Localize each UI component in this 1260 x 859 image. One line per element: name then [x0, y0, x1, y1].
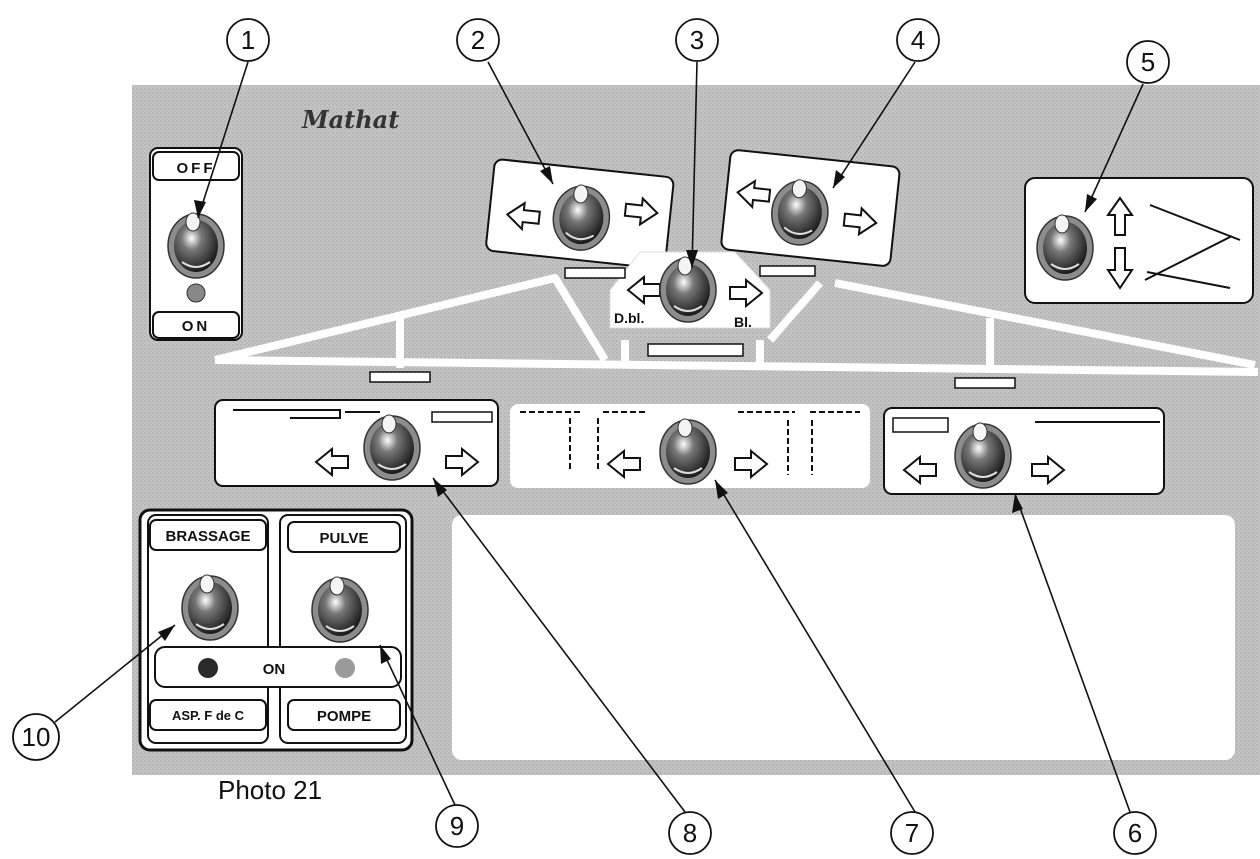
svg-text:4: 4: [911, 25, 925, 55]
callout-10: 10: [12, 713, 60, 761]
callout-3: 3: [675, 18, 719, 62]
callout-9: 9: [435, 804, 479, 848]
brassage-toggle-switch[interactable]: [181, 574, 239, 641]
brand-logo: Mathat: [301, 105, 399, 134]
photo-caption: Photo 21: [218, 775, 323, 805]
callout-7: 7: [890, 811, 934, 855]
callout-2: 2: [456, 18, 500, 62]
svg-text:5: 5: [1141, 47, 1155, 77]
toggle-switch-5[interactable]: [1036, 214, 1094, 281]
svg-text:2: 2: [471, 25, 485, 55]
svg-text:7: 7: [905, 818, 919, 848]
svg-text:6: 6: [1128, 818, 1142, 848]
callout-leaders: [54, 61, 1144, 813]
boom-schematic: [214, 274, 1259, 376]
svg-text:9: 9: [450, 811, 464, 841]
callout-arrowheads: [158, 166, 1097, 664]
switch-box-5: [1024, 177, 1254, 304]
switch-box-6: [883, 407, 1165, 495]
toggle-switch-7[interactable]: [659, 418, 717, 485]
switch-box-7: [510, 404, 870, 488]
power-switch-box: OFF ON: [149, 147, 243, 341]
pompe-label: POMPE: [317, 708, 371, 725]
brassage-indicator-led: [198, 658, 218, 678]
switch-box-4: [720, 149, 901, 267]
svg-text:3: 3: [690, 25, 704, 55]
pulve-indicator-led: [335, 658, 355, 678]
blank-label-area: [452, 515, 1235, 760]
toggle-switch-3[interactable]: [659, 256, 717, 323]
callout-1: 1: [226, 18, 270, 62]
pump-panel: BRASSAGE PULVE ON ASP. F de C POMPE: [138, 508, 414, 752]
svg-text:8: 8: [683, 818, 697, 848]
center-switch-right-label: Bl.: [734, 314, 752, 330]
brassage-label: BRASSAGE: [165, 528, 250, 545]
center-switch-left-label: D.bl.: [614, 310, 644, 326]
power-toggle-switch[interactable]: [167, 212, 225, 279]
callout-8: 8: [668, 811, 712, 855]
toggle-switch-8[interactable]: [363, 414, 421, 481]
power-indicator-led: [186, 283, 206, 303]
pulve-label: PULVE: [320, 530, 369, 547]
svg-text:1: 1: [241, 25, 255, 55]
switch-box-2: [485, 158, 675, 270]
pulve-toggle-switch[interactable]: [311, 576, 369, 643]
asp-label: ASP. F de C: [172, 708, 245, 723]
callout-6: 6: [1113, 811, 1157, 855]
power-on-label: ON: [182, 318, 211, 335]
toggle-switch-6[interactable]: [954, 422, 1012, 489]
cylinder-icons: [369, 265, 1016, 389]
switch-box-8: [214, 399, 499, 487]
svg-text:10: 10: [22, 722, 51, 752]
callout-5: 5: [1126, 40, 1170, 84]
power-off-label: OFF: [177, 160, 216, 177]
switch-box-3: D.bl. Bl.: [609, 251, 771, 330]
pump-on-label: ON: [263, 661, 286, 678]
callout-4: 4: [896, 18, 940, 62]
